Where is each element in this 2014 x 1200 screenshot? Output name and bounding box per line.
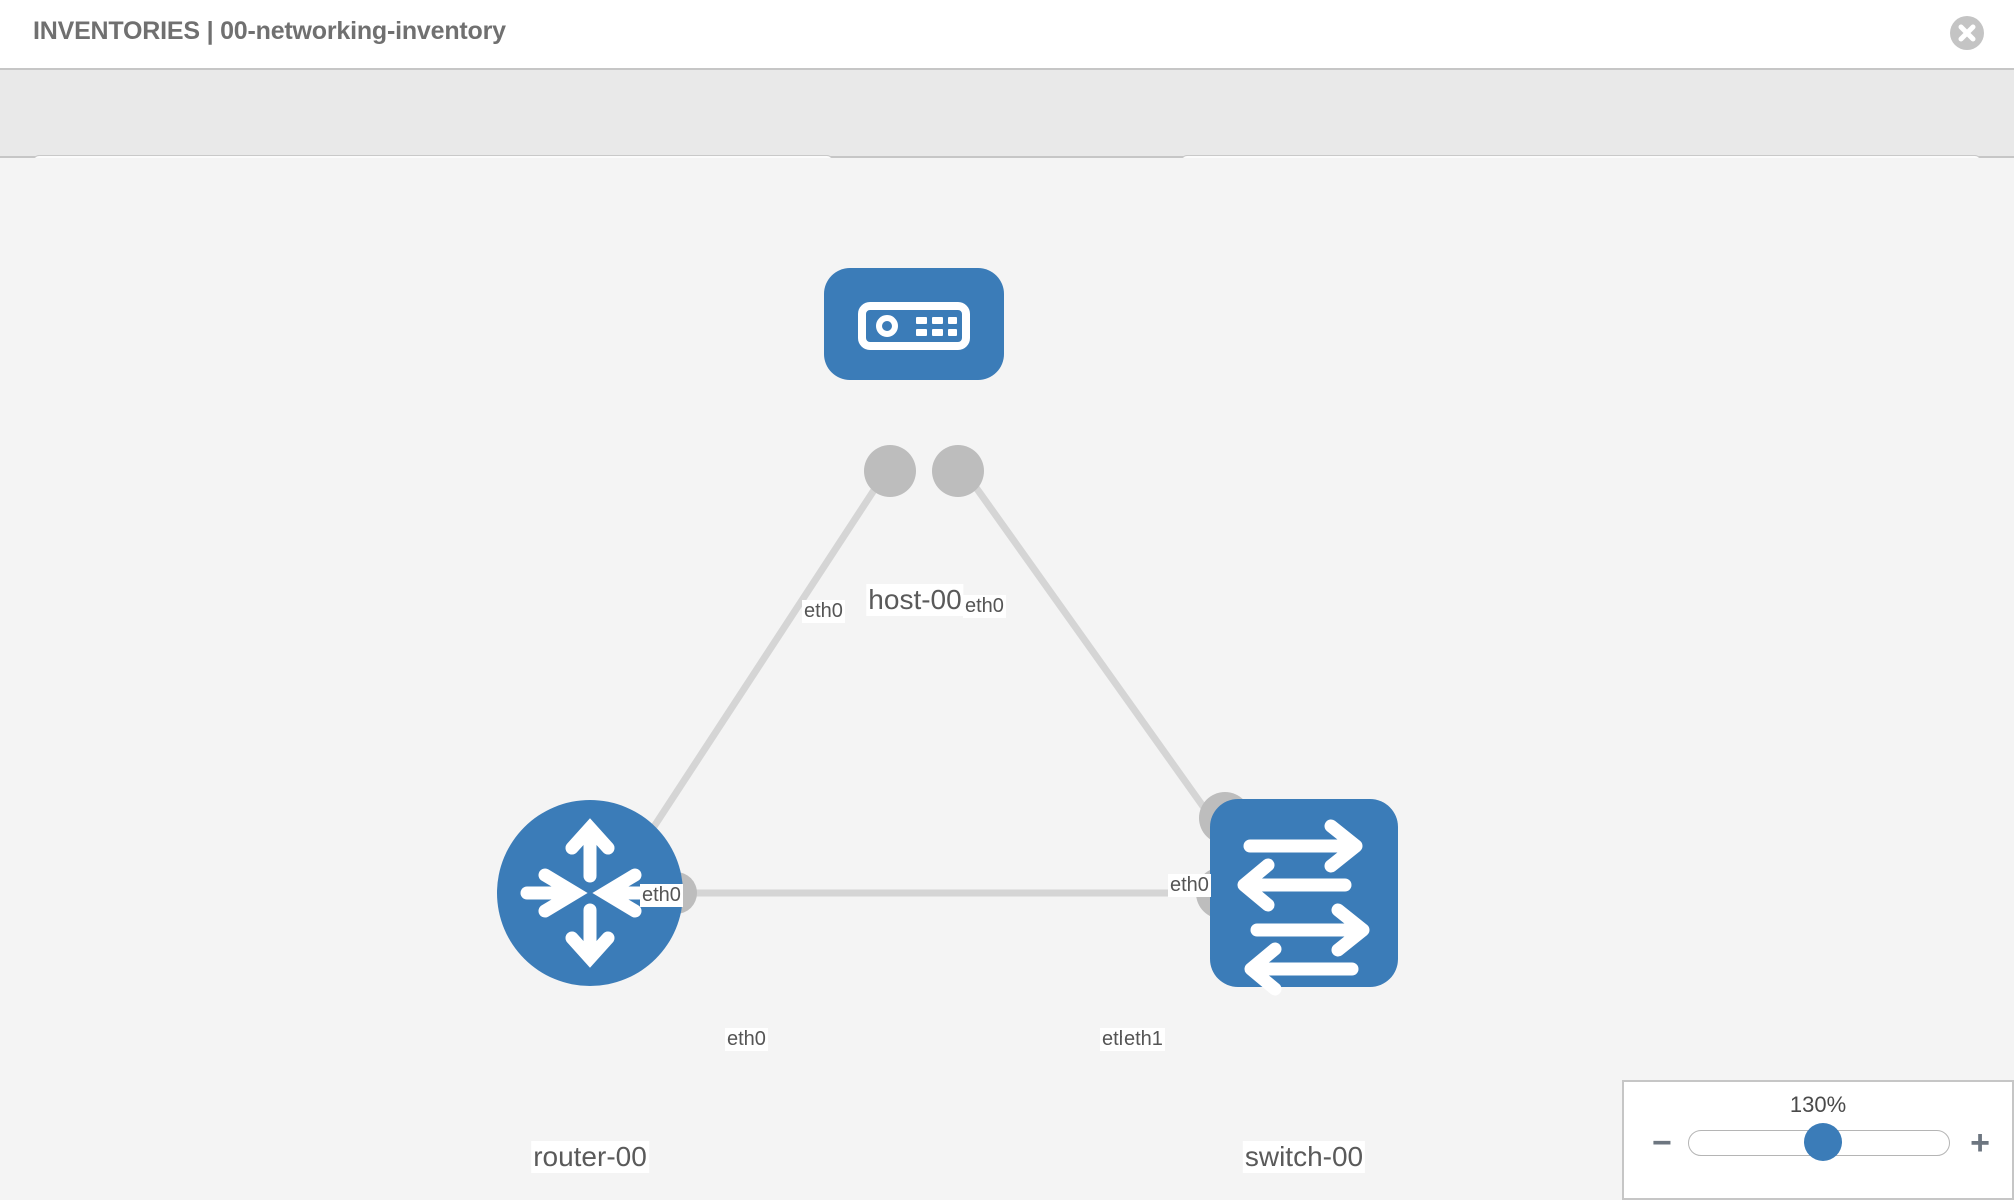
- zoom-in-button[interactable]: +: [1970, 1124, 1990, 1162]
- edge-layer: [637, 455, 1228, 897]
- page-title: INVENTORIES | 00-networking-inventory: [33, 17, 506, 45]
- edge-label: eth0: [725, 1028, 768, 1051]
- edge-host-router: [637, 456, 898, 850]
- zoom-out-button[interactable]: −: [1652, 1124, 1672, 1162]
- edge-label: eth0: [640, 884, 683, 907]
- edge-label: eth0: [802, 600, 845, 623]
- toolbar: ACTIONS SEARCH: [0, 68, 2014, 211]
- node-label-host-00: host-00: [866, 584, 964, 616]
- zoom-slider-thumb[interactable]: [1804, 1123, 1842, 1161]
- edge-label: eth0: [1168, 874, 1211, 897]
- port-host-right: [932, 445, 984, 497]
- node-host-00[interactable]: [824, 268, 1004, 380]
- edge-label: eth0: [963, 595, 1006, 618]
- node-label-switch-00: switch-00: [1242, 1141, 1366, 1173]
- node-router-00[interactable]: [497, 800, 683, 986]
- zoom-control-panel: 130% − +: [1622, 1080, 2014, 1200]
- topology-canvas[interactable]: eth0 eth0 eth0 eth0 eth0 eth0 eth1 host-…: [0, 158, 2014, 1200]
- edge-host-switch: [952, 455, 1225, 836]
- close-icon[interactable]: [1950, 16, 1984, 50]
- edge-label: eth1: [1122, 1028, 1165, 1051]
- title-bar: INVENTORIES | 00-networking-inventory: [0, 0, 2014, 68]
- node-label-router-00: router-00: [531, 1141, 649, 1173]
- port-host-left: [864, 445, 916, 497]
- topology-graph: [497, 268, 1398, 996]
- zoom-level-label: 130%: [1789, 1092, 1847, 1117]
- node-switch-00[interactable]: [1210, 799, 1398, 996]
